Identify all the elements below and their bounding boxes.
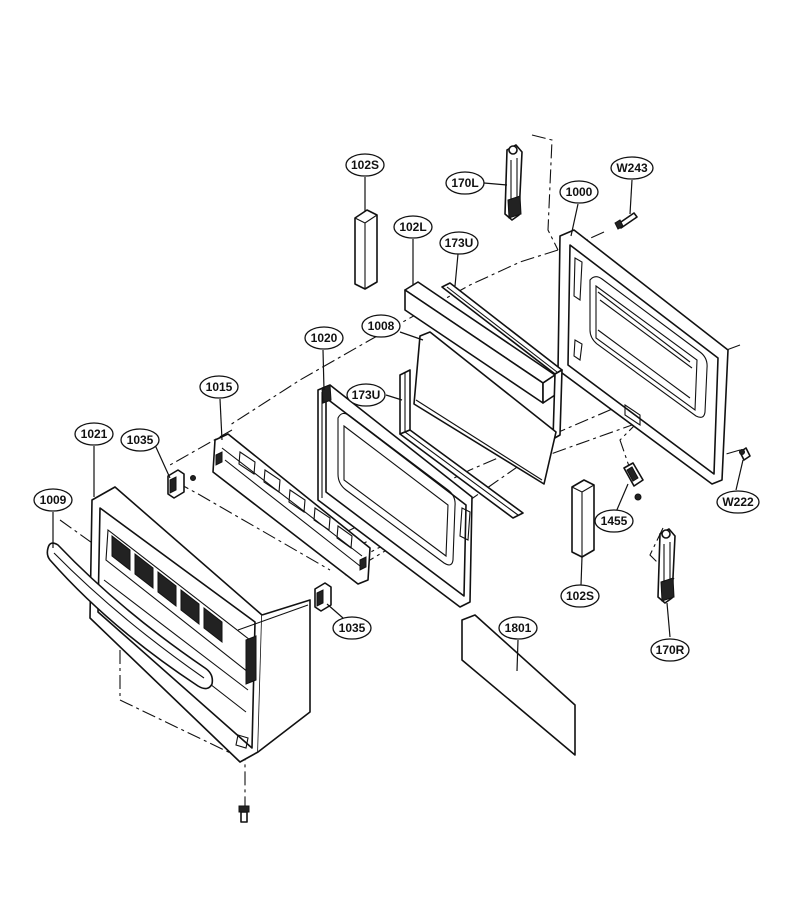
callout-label: 1020 [311,331,338,345]
part-102s-top [354,209,378,290]
callout-1455: 1455 [594,509,634,533]
callout-label: 1008 [368,319,395,333]
callout-label: 173U [352,388,381,402]
part-1015-vent-duct [212,433,371,585]
callout-w243: W243 [610,156,654,180]
callout-102s-bottom: 102S [560,584,600,608]
callout-170l: 170L [445,171,485,195]
part-170r-hinge [657,528,676,604]
callout-label: W222 [722,495,754,509]
callout-label: 170L [451,176,478,190]
callout-label: W243 [616,161,648,175]
part-170l-hinge [504,144,523,221]
callout-w222: W222 [716,490,760,514]
part-102s-bottom [571,479,595,558]
callout-label: 1035 [127,433,154,447]
callout-1008: 1008 [361,314,401,338]
part-173u-mid-channel [399,369,524,519]
part-1801-label [461,614,576,756]
callout-label: 102L [399,220,426,234]
callout-1035-right: 1035 [332,616,372,640]
part-1021-outer-door [89,486,311,763]
callout-1009: 1009 [33,488,73,512]
leader-lines [52,177,744,672]
callout-1801: 1801 [498,616,538,640]
callout-170r: 170R [650,638,690,662]
part-door-bottom-screw [238,805,250,823]
callout-label: 1009 [40,493,67,507]
callout-label: 1015 [206,380,233,394]
callout-1000: 1000 [559,180,599,204]
callout-label: 1021 [81,427,108,441]
callout-173u-mid: 173U [346,383,386,407]
callout-1020: 1020 [304,326,344,350]
callout-label: 1000 [566,185,593,199]
part-1008-glass [413,331,557,485]
part-1020-window-frame [317,384,473,608]
callout-label: 1455 [601,514,628,528]
callout-102s-top: 102S [345,153,385,177]
callout-1015: 1015 [199,375,239,399]
callout-1035-left: 1035 [120,428,160,452]
callout-label: 1801 [505,621,532,635]
part-1009-handle [46,542,214,690]
part-w222-screw [739,447,751,461]
part-1035-left-bracket [167,469,196,499]
callout-1021: 1021 [74,422,114,446]
part-1035-right-bracket [314,582,332,612]
callout-label: 173U [445,236,474,250]
callout-173u-top: 173U [439,231,479,255]
callout-label: 102S [351,158,379,172]
callout-label: 170R [656,643,685,657]
part-173u-top-channel [441,282,563,440]
part-w243-screw [614,212,638,230]
callout-label: 1035 [339,621,366,635]
part-1455-latch [623,462,644,501]
callout-102l: 102L [393,215,433,239]
callout-label: 102S [566,589,594,603]
part-1000-inner-frame [557,229,729,485]
